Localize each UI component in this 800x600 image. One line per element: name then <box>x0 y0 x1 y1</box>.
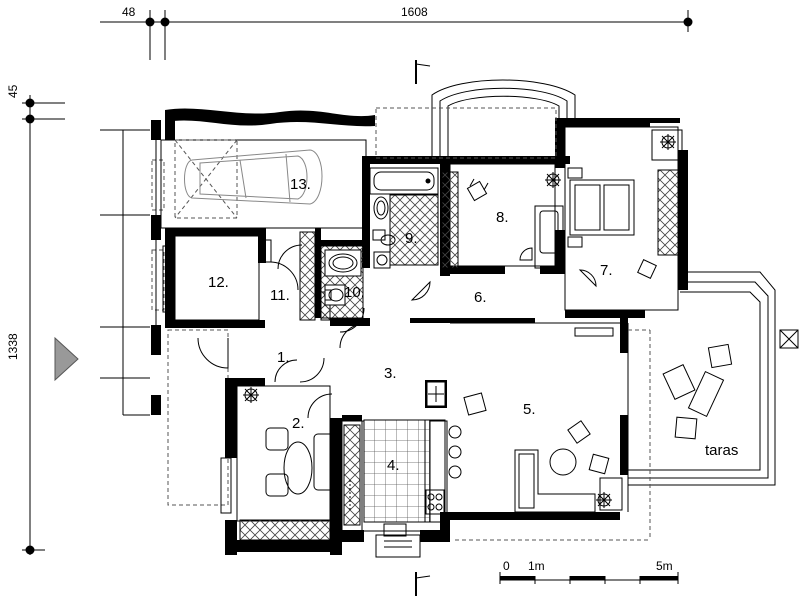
dimension-top <box>100 10 693 60</box>
wardrobe-room2 <box>239 519 331 541</box>
wc-10 <box>320 245 364 319</box>
room-label-13: 13. <box>290 176 311 193</box>
room-label-12: 12. <box>208 274 229 291</box>
kitchen-counter-left <box>343 424 361 526</box>
room7-furniture <box>567 129 683 288</box>
room8-furniture <box>466 172 564 269</box>
radiator-room12 <box>262 239 272 263</box>
dimension-top-small: 48 <box>122 5 136 19</box>
section-marker-bottom <box>415 572 431 596</box>
radiator-corridor <box>574 327 614 337</box>
outer-guidelines <box>100 129 229 506</box>
bay-window <box>375 79 576 159</box>
scale-bar <box>499 572 679 584</box>
room-label-5: 5. <box>523 401 536 418</box>
dimension-top-main: 1608 <box>401 5 428 19</box>
dimension-left-small: 45 <box>6 84 20 98</box>
living-furniture <box>463 392 623 513</box>
room-label-3: 3. <box>384 365 397 382</box>
room-label-9: 9. <box>405 230 418 247</box>
dimension-left <box>22 95 65 555</box>
room-label-6: 6. <box>474 289 487 306</box>
bar-stools <box>448 425 462 479</box>
wardrobe-hall <box>299 231 316 321</box>
scale-zero: 0 <box>503 559 510 573</box>
room-label-7: 7. <box>600 262 613 279</box>
doors <box>197 244 365 419</box>
room-label-10: 10. <box>344 284 365 301</box>
scale-five: 5m <box>656 559 673 573</box>
room-label-8: 8. <box>496 209 509 226</box>
bathroom-9 <box>369 167 439 269</box>
room2-dining <box>220 387 337 514</box>
room-label-4: 4. <box>387 457 400 474</box>
dimension-left-main: 1338 <box>6 333 20 360</box>
wardrobe-room8 <box>441 171 459 269</box>
room-label-11: 11. <box>270 287 290 304</box>
kitchen-4 <box>349 381 446 558</box>
scale-one: 1m <box>528 559 545 573</box>
section-marker-top <box>415 60 431 84</box>
window-room12 <box>162 245 176 313</box>
terrace <box>455 271 799 541</box>
room-label-1: 1. <box>277 349 290 366</box>
wardrobe-room7 <box>657 169 679 256</box>
entrance-arrow-icon <box>54 336 79 382</box>
room-label-2: 2. <box>292 415 305 432</box>
car-icon <box>174 139 323 219</box>
terrace-label: taras <box>705 442 738 459</box>
door-bath-9 <box>410 280 431 301</box>
